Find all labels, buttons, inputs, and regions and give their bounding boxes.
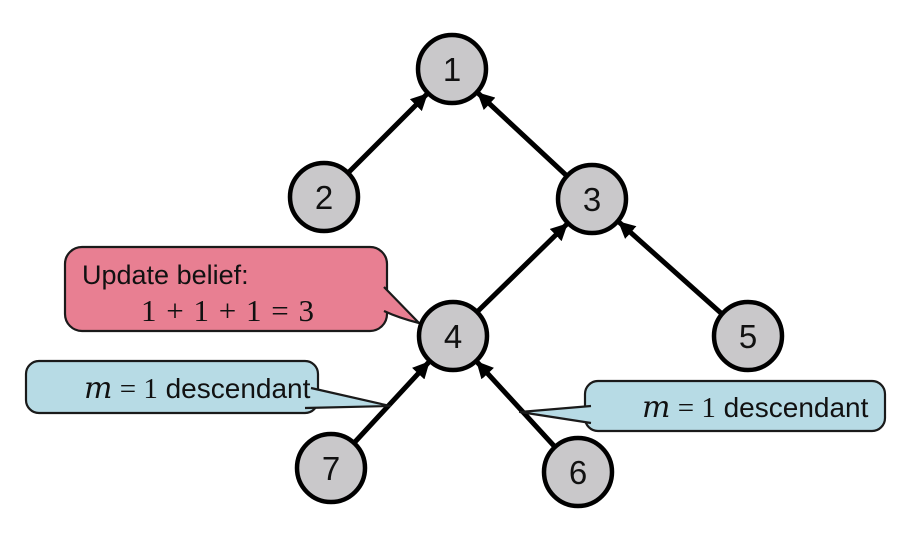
node-label-5: 5 [739, 318, 757, 355]
tree-nodes: 1 2 3 4 5 6 7 [287, 32, 785, 509]
node-circle-7 [294, 431, 368, 505]
node-circle-2 [287, 160, 361, 234]
tree-node-1: 1 [415, 32, 489, 106]
tree-edges [345, 91, 725, 450]
node-label-3: 3 [583, 181, 601, 218]
callout-update-belief-tail [383, 286, 421, 325]
edge-7-to-4 [351, 360, 431, 446]
tree-node-6: 6 [541, 435, 615, 509]
callout-right-descendant-tail [518, 404, 592, 425]
node-circle-5 [711, 299, 785, 373]
node-label-7: 7 [322, 450, 340, 487]
callout-right-descendant-text: m = 1 descendant [602, 390, 900, 425]
tree-node-5: 5 [711, 299, 785, 373]
node-circle-4 [416, 299, 490, 373]
callout-update-belief: Update belief: 1 + 1 + 1 = 3 [63, 245, 421, 333]
math-symbol-m: m [642, 390, 670, 425]
edge-3-to-1 [476, 91, 570, 179]
callout-left-descendant-bubble [24, 359, 320, 415]
callout-right-descendant: m = 1 descendant [518, 379, 900, 433]
callout-left-descendant-text: m = 1 descendant [44, 371, 342, 406]
callout-left-descendant-tail [304, 386, 392, 410]
edge-5-to-3 [617, 220, 725, 317]
tree-node-2: 2 [287, 160, 361, 234]
node-label-6: 6 [569, 454, 587, 491]
tree-node-3: 3 [555, 162, 629, 236]
edge-2-to-1 [345, 92, 429, 176]
node-circle-1 [415, 32, 489, 106]
callout-update-belief-line2: 1 + 1 + 1 = 3 [141, 293, 315, 328]
node-label-1: 1 [443, 51, 461, 88]
node-label-4: 4 [444, 318, 462, 355]
tree-node-7: 7 [294, 431, 368, 505]
node-label-2: 2 [315, 179, 333, 216]
tree-node-4: 4 [416, 299, 490, 373]
node-circle-6 [541, 435, 615, 509]
callout-update-belief-line1: Update belief: [82, 260, 249, 290]
node-circle-3 [555, 162, 629, 236]
math-symbol-m: m [84, 371, 112, 406]
callout-left-descendant: m = 1 descendant [24, 359, 392, 415]
edge-4-to-3 [474, 222, 569, 315]
edge-6-to-4 [475, 360, 558, 450]
